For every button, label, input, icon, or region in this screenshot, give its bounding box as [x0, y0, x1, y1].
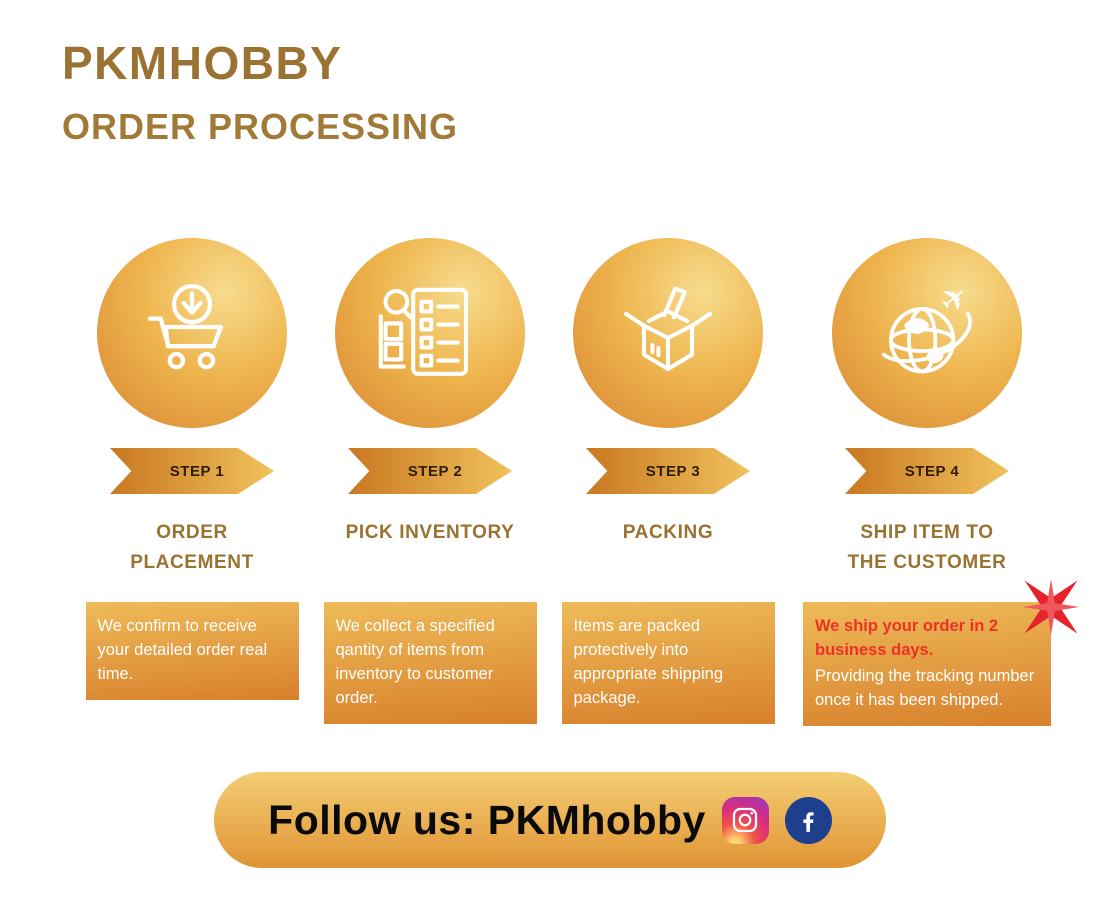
follow-us-banner: Follow us: PKMhobby [214, 772, 886, 868]
step1-badge: STEP 1 [110, 448, 274, 494]
step4-description: Providing the tracking number once it ha… [815, 666, 1035, 709]
step3-badge: STEP 3 [586, 448, 750, 494]
step-badge-label: STEP 1 [169, 462, 225, 480]
step4-icon-circle: ✈ [832, 238, 1022, 428]
step4-badge: STEP 4 [845, 448, 1009, 494]
starburst-icon [1022, 578, 1080, 636]
step-column-3: STEP 3 PACKING Items are packed protecti… [553, 238, 783, 724]
step2-description-box: We collect a specified qantity of items … [323, 602, 537, 724]
brand-title: PKMHOBBY [62, 37, 343, 89]
step3-description-box: Items are packed protectively into appro… [561, 602, 775, 724]
step-badge-label: STEP 3 [645, 462, 701, 480]
step3-title: PACKING [622, 522, 714, 543]
step-column-2: STEP 2 PICK INVENTORY We collect a speci… [315, 238, 545, 724]
step1-description: We confirm to receive your detailed orde… [97, 617, 268, 683]
step1-title: ORDER PLACEMENT [130, 522, 254, 574]
step3-icon-circle [573, 238, 763, 428]
step-badge-label: STEP 4 [904, 462, 960, 480]
follow-us-label: Follow us: PKMhobby [268, 796, 706, 843]
step3-description: Items are packed protectively into appro… [573, 617, 724, 707]
page-title: ORDER PROCESSING [62, 106, 459, 147]
step4-description-highlight: We ship your order in 2 business days. [815, 617, 999, 659]
step2-icon-circle [335, 238, 525, 428]
step4-description-box: We ship your order in 2 business days. P… [803, 602, 1051, 726]
facebook-icon[interactable] [784, 796, 832, 844]
step-badge-label: STEP 2 [407, 462, 463, 480]
instagram-icon[interactable] [721, 796, 769, 844]
globe-plane-icon: ✈ [881, 275, 977, 374]
step-column-1: STEP 1 ORDER PLACEMENT We confirm to rec… [77, 238, 307, 700]
packing-box-icon [623, 286, 713, 372]
step2-title: PICK INVENTORY [345, 522, 515, 543]
inventory-checklist-icon [378, 287, 469, 376]
step-column-4: ✈ STEP 4 SHIP ITEM TO THE CUSTOMER We sh… [798, 238, 1056, 726]
step1-icon-circle [97, 238, 287, 428]
step2-description: We collect a specified qantity of items … [335, 617, 495, 707]
step4-title: SHIP ITEM TO THE CUSTOMER [847, 522, 1007, 574]
step2-badge: STEP 2 [348, 448, 512, 494]
step1-description-box: We confirm to receive your detailed orde… [85, 602, 299, 700]
cart-download-icon [147, 284, 223, 370]
